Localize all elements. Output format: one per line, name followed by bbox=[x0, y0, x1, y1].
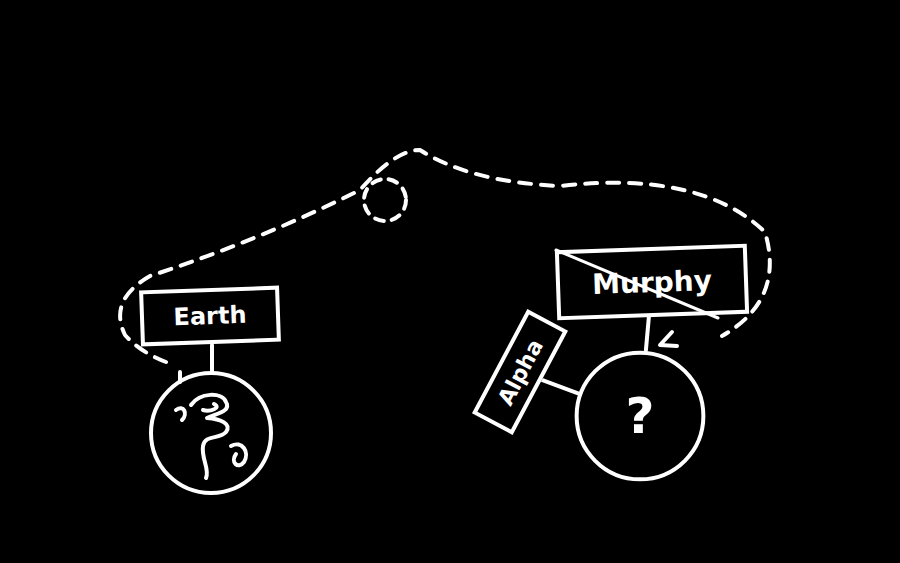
planet-circle: ? bbox=[574, 350, 706, 482]
node-label: Murphy bbox=[592, 263, 713, 300]
strike-line bbox=[556, 250, 718, 318]
trajectory-arrowhead bbox=[660, 332, 677, 346]
continent bbox=[176, 408, 185, 420]
continent bbox=[191, 395, 228, 478]
earth-globe bbox=[151, 373, 271, 493]
label-box: Murphy bbox=[555, 244, 749, 321]
label-box: Alpha bbox=[472, 309, 568, 435]
node-label: Earth bbox=[173, 301, 247, 332]
connector bbox=[542, 380, 578, 393]
continent bbox=[231, 444, 246, 465]
node-label: Alpha bbox=[492, 335, 547, 409]
connector-line bbox=[646, 317, 649, 350]
waypoint bbox=[364, 179, 406, 221]
connector bbox=[646, 317, 649, 350]
node-label: ? bbox=[625, 387, 654, 445]
continent bbox=[203, 404, 217, 411]
trajectory bbox=[120, 150, 770, 382]
connector-line bbox=[542, 380, 578, 393]
label-leader bbox=[210, 345, 214, 373]
label-box: Earth bbox=[139, 286, 281, 347]
